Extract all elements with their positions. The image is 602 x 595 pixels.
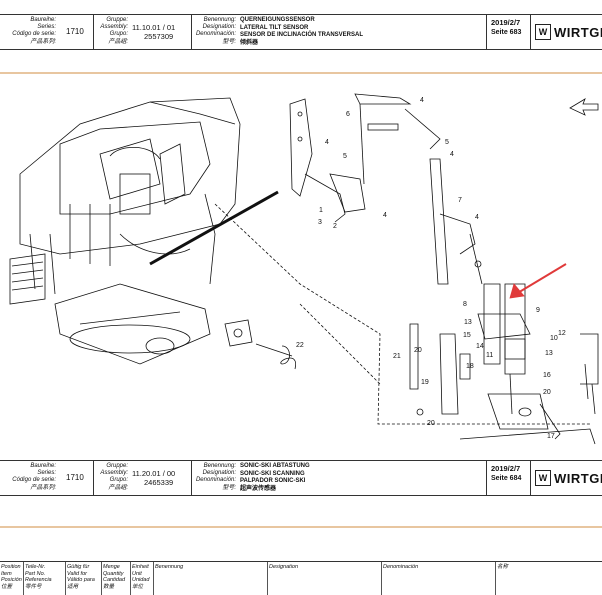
separator-rule	[0, 72, 602, 74]
assembly-number: 11.10.01 / 01	[132, 23, 176, 32]
callout-21: 21	[393, 353, 401, 360]
date-cell: 2019/2/7 Seite 683	[487, 15, 531, 49]
sonic-ski-assembly	[224, 283, 599, 445]
group-cell: Gruppe: Assembly: Grupo: 产品组: 11.20.01 /…	[94, 461, 192, 495]
col-quantity: Menge Quantity Cantidad 数量	[102, 562, 131, 595]
dashed-boundary	[214, 203, 590, 425]
date-cell: 2019/2/7 Seite 684	[487, 461, 531, 495]
red-arrow	[515, 263, 567, 295]
callout-4a: 4	[420, 97, 424, 104]
callout-19: 19	[421, 379, 429, 386]
paver-machine	[9, 97, 241, 365]
callout-2: 2	[333, 223, 337, 230]
header-block-2: Baureihe: Series: Código de serie: 产品系列:…	[0, 460, 602, 496]
series-cell: Baureihe: Series: Código de serie: 产品系列:…	[0, 15, 94, 49]
designation-names: QUERNEIGUNGSSENSOR LATERAL TILT SENSOR S…	[240, 17, 364, 46]
group-labels: Gruppe: Assembly: Grupo: 产品组:	[100, 463, 128, 491]
callout-4b: 4	[450, 151, 454, 158]
pointer-line	[149, 190, 279, 266]
designation-labels: Benennung: Designation: Denominación: 型号…	[195, 463, 236, 491]
callout-11: 11	[486, 352, 493, 359]
col-valid-for: Gültig für Valid for Válido para 适用	[66, 562, 102, 595]
callout-5a: 5	[343, 153, 347, 160]
wirtgen-logo: W WIRTGE	[535, 22, 602, 42]
callout-3: 3	[318, 219, 322, 226]
group-number: 2557309	[144, 31, 174, 41]
callout-1: 1	[319, 207, 323, 214]
header-block-1: Baureihe: Series: Código de serie: 产品系列:…	[0, 14, 602, 50]
designation-labels: Benennung: Designation: Denominación: 型号…	[195, 17, 236, 45]
parts-table-header: Position Item Posición 位置 Teile-Nr. Part…	[0, 561, 602, 595]
callout-9: 9	[536, 307, 540, 314]
assembly-number: 11.20.01 / 00	[132, 469, 176, 478]
date: 2019/2/7	[491, 18, 521, 27]
date: 2019/2/7	[491, 464, 521, 473]
callout-12: 12	[558, 330, 566, 337]
logo-text: WIRTGE	[554, 470, 602, 486]
callout-13a: 13	[464, 319, 472, 326]
series-labels: Baureihe: Series: Código de serie: 产品系列:	[12, 17, 56, 45]
series-value: 1710	[66, 27, 84, 36]
col-part-no: Teile-Nr. Part No. Referencia 零件号	[24, 562, 66, 595]
callout-6: 6	[346, 111, 350, 118]
series-cell: Baureihe: Series: Código de serie: 产品系列:…	[0, 461, 94, 495]
col-denominacion: Denominación	[382, 562, 496, 595]
callout-4d: 4	[475, 214, 479, 221]
callout-16: 16	[543, 372, 551, 379]
callout-17: 17	[547, 433, 555, 440]
callout-10: 10	[550, 335, 558, 342]
callout-8: 8	[463, 301, 467, 308]
group-labels: Gruppe: Assembly: Grupo: 产品组:	[100, 17, 128, 45]
series-value: 1710	[66, 473, 84, 482]
orientation-arrow-icon	[569, 98, 599, 116]
callout-20a: 20	[414, 347, 422, 354]
designation-cell: Benennung: Designation: Denominación: 型号…	[192, 461, 487, 495]
callout-15: 15	[463, 332, 471, 339]
callout-4c: 4	[383, 212, 387, 219]
logo-text: WIRTGE	[554, 24, 602, 40]
callout-13b: 13	[545, 350, 553, 357]
tilt-sensor-assembly	[289, 93, 483, 285]
page-number: Seite 683	[491, 29, 522, 36]
designation-cell: Benennung: Designation: Denominación: 型号…	[192, 15, 487, 49]
group-cell: Gruppe: Assembly: Grupo: 产品组: 11.10.01 /…	[94, 15, 192, 49]
callout-22: 22	[296, 342, 304, 349]
callout-5b: 5	[445, 139, 449, 146]
group-values: 11.10.01 / 01 2557309	[132, 23, 176, 41]
designation-names: SONIC-SKI ABTASTUNG SONIC-SKI SCANNING P…	[240, 463, 310, 492]
callout-20c: 20	[543, 389, 551, 396]
col-chinese-name: 名称	[497, 564, 509, 570]
callout-14: 14	[476, 343, 484, 350]
col-designation: Designation	[268, 562, 382, 595]
series-labels: Baureihe: Series: Código de serie: 产品系列:	[12, 463, 56, 491]
separator-rule	[0, 526, 602, 528]
col-benennung: Benennung	[154, 562, 268, 595]
page-number: Seite 684	[491, 475, 522, 482]
group-values: 11.20.01 / 00 2465339	[132, 469, 176, 487]
callout-7: 7	[458, 197, 462, 204]
group-number: 2465339	[144, 477, 174, 487]
col-unit: Einheit Unit Unidad 单位	[131, 562, 154, 595]
wirtgen-logo: W WIRTGE	[535, 468, 602, 488]
logo-mark: W	[535, 24, 551, 40]
callout-20b: 20	[427, 420, 435, 427]
callout-4e: 4	[325, 139, 329, 146]
exploded-parts-drawing: 1 2 3 4 4 4 4 4 5 5 6 7 8 9 10 11 12 13 …	[9, 93, 599, 445]
col-position: Position Item Posición 位置	[0, 562, 24, 595]
callout-18: 18	[466, 363, 474, 370]
logo-mark: W	[535, 470, 551, 486]
